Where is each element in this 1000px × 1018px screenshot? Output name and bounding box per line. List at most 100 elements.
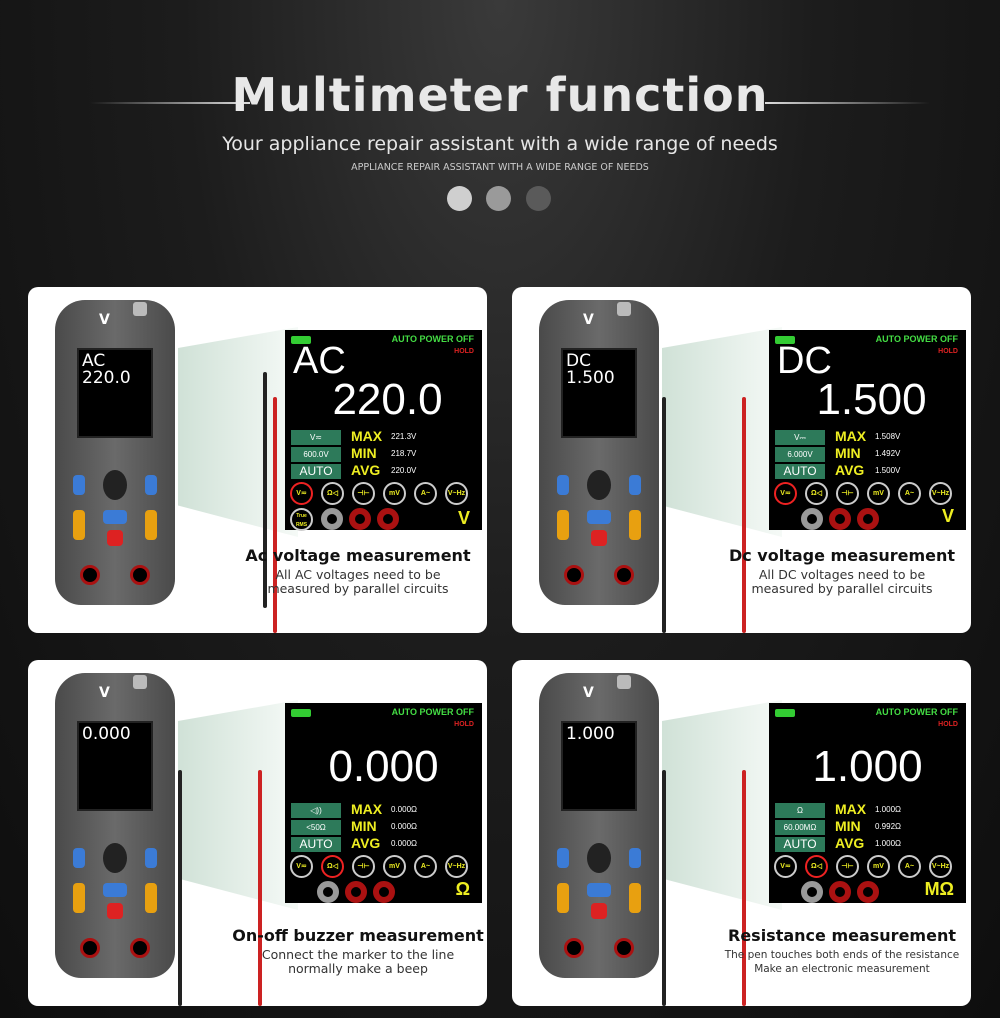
mode-icon: V≂: [290, 855, 313, 878]
mode-icon: mV: [383, 855, 406, 878]
mode-icon: ⊣⊢: [836, 482, 859, 505]
range-label: V⎓: [775, 430, 825, 445]
input-jack-icon: [829, 881, 851, 903]
card-title: On-off buzzer measurement: [232, 926, 484, 945]
com-jack-icon: [801, 881, 823, 903]
stat-label: AVG: [835, 835, 865, 851]
mode-icon: ⊣⊢: [352, 855, 375, 878]
stat-value: 220.0V: [391, 466, 417, 475]
right-button[interactable]: [629, 848, 641, 868]
card-buzzer: V 0.000 AUTO POWER OFF HOLD 0.000 ◁)) MA…: [28, 660, 487, 1006]
nav-pad[interactable]: [103, 843, 127, 873]
probe-tip: [617, 302, 631, 316]
mode-icon: mV: [867, 482, 890, 505]
nav-pad[interactable]: [587, 843, 611, 873]
hold-button[interactable]: [629, 510, 641, 540]
mode-icon: A~: [898, 855, 921, 878]
input-jack-icon: [349, 508, 371, 530]
multimeter-device: V 0.000: [55, 673, 175, 978]
zoomed-screen: AUTO POWER OFF HOLD 1.000 Ω MAX 1.000Ω 6…: [769, 703, 966, 903]
device-mode: AC: [82, 351, 106, 371]
black-test-lead: [662, 770, 666, 1006]
device-value: 0.000: [82, 724, 131, 744]
mode-icon: Ω◁: [321, 855, 344, 878]
hold-button[interactable]: [629, 883, 641, 913]
unit-label: Ω: [455, 879, 470, 899]
range-label: ◁)): [291, 803, 341, 818]
multimeter-device: V AC 220.0: [55, 300, 175, 605]
red-test-lead: [273, 397, 277, 633]
mode-icon: mV: [383, 482, 406, 505]
function-button[interactable]: [73, 883, 85, 913]
device-jacks: [554, 938, 644, 962]
stat-row: AUTO AVG 220.0V: [291, 462, 476, 479]
jack-icon: [80, 565, 100, 585]
right-button[interactable]: [145, 848, 157, 868]
range-label: Ω: [775, 803, 825, 818]
nav-pad[interactable]: [587, 470, 611, 500]
input-jack-icon: [829, 508, 851, 530]
right-button[interactable]: [629, 475, 641, 495]
device-value: 1.500: [566, 368, 615, 388]
mode-icon: A~: [414, 482, 437, 505]
measurement-mode: AC: [293, 340, 346, 382]
power-button[interactable]: [591, 903, 607, 919]
stat-value: 0.000Ω: [391, 805, 417, 814]
red-test-lead: [258, 770, 262, 1006]
carousel-dot-3[interactable]: [526, 186, 551, 211]
mode-icon: V≂: [774, 482, 797, 505]
mode-button[interactable]: [103, 883, 127, 897]
auto-power-off: AUTO POWER OFF: [875, 707, 958, 717]
stat-value: 1.500V: [875, 466, 901, 475]
left-button[interactable]: [73, 475, 85, 495]
reading-value: 0.000: [328, 742, 439, 791]
mode-icon: Ω◁: [321, 482, 344, 505]
power-button[interactable]: [107, 530, 123, 546]
nav-pad[interactable]: [103, 470, 127, 500]
mode-button[interactable]: [587, 510, 611, 524]
hold-button[interactable]: [145, 883, 157, 913]
com-jack-icon: [317, 881, 339, 903]
left-button[interactable]: [73, 848, 85, 868]
subtitle: Your appliance repair assistant with a w…: [222, 133, 778, 155]
jack-icon: [130, 565, 150, 585]
hold-indicator: HOLD: [454, 721, 474, 728]
device-buttons: [557, 470, 641, 560]
mode-button[interactable]: [103, 510, 127, 524]
power-button[interactable]: [591, 530, 607, 546]
device-value: 220.0: [82, 368, 131, 388]
hold-indicator: HOLD: [938, 348, 958, 355]
hold-button[interactable]: [145, 510, 157, 540]
range-label: AUTO: [291, 464, 341, 479]
probe-tip: [133, 675, 147, 689]
function-button[interactable]: [73, 510, 85, 540]
carousel-dot-1[interactable]: [447, 186, 472, 211]
battery-icon: [775, 709, 795, 717]
stat-value: 0.000Ω: [391, 822, 417, 831]
range-label: AUTO: [775, 464, 825, 479]
right-button[interactable]: [145, 475, 157, 495]
stat-row: Ω MAX 1.000Ω: [775, 801, 960, 818]
battery-icon: [291, 336, 311, 344]
unit-label: V: [457, 508, 470, 528]
card-title: Ac voltage measurement: [245, 546, 471, 565]
red-test-lead: [742, 397, 746, 633]
left-button[interactable]: [557, 848, 569, 868]
device-buttons: [557, 843, 641, 933]
power-button[interactable]: [107, 903, 123, 919]
stat-value: 0.000Ω: [391, 839, 417, 848]
device-jacks: [554, 565, 644, 589]
mode-icon: ⊣⊢: [352, 482, 375, 505]
reading-value: 1.500: [816, 375, 927, 424]
auto-power-off: AUTO POWER OFF: [391, 334, 474, 344]
unit-label: V: [941, 506, 954, 526]
stat-value: 1.000Ω: [875, 839, 901, 848]
range-label: 60.00MΩ: [775, 820, 825, 835]
mode-button[interactable]: [587, 883, 611, 897]
function-button[interactable]: [557, 510, 569, 540]
carousel-dot-2[interactable]: [486, 186, 511, 211]
function-button[interactable]: [557, 883, 569, 913]
left-button[interactable]: [557, 475, 569, 495]
auto-power-off: AUTO POWER OFF: [391, 707, 474, 717]
input-jack-icon: [857, 508, 879, 530]
